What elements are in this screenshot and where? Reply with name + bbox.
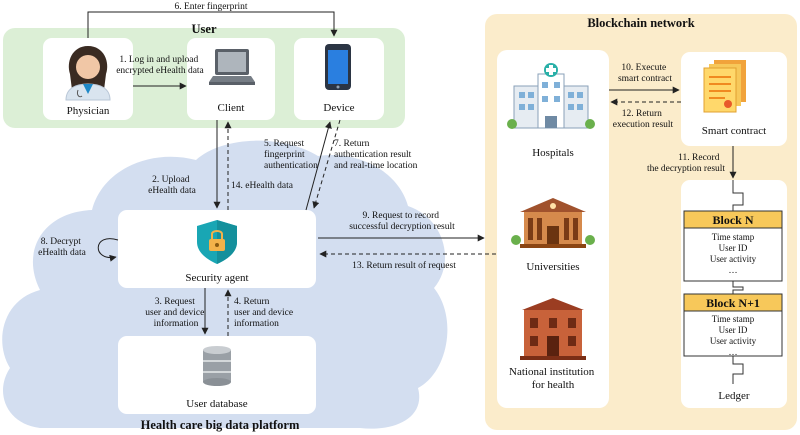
step-8-line: 8. Decrypt (41, 237, 81, 247)
block-n-plus-1-row: … (729, 347, 738, 357)
step-12-line: 12. Return (622, 109, 662, 119)
step-14-label: 14. eHealth data (231, 181, 294, 191)
flow-arrows (87, 11, 737, 336)
step-4-line: 4. Return (234, 297, 270, 307)
block-n-plus-1-row: User ID (719, 325, 748, 335)
blockchain-panel-title: Blockchain network (587, 16, 694, 30)
step-11-label: 11. Record the decryption result (647, 153, 725, 174)
step-5-line: fingerprint (264, 149, 305, 160)
block-n-plus-1 (683, 293, 783, 357)
university-building-icon (511, 198, 595, 248)
step-13-label: 13. Return result of request (352, 260, 456, 271)
arrow-8 (97, 238, 119, 262)
step-11-line: the decryption result (647, 164, 725, 174)
step-3-label: 3. Request user and device information (145, 297, 206, 329)
step-11-line: 11. Record (678, 153, 720, 163)
step-3-line: user and device (145, 308, 204, 318)
step-9-label: 9. Request to record successful decrypti… (349, 211, 455, 232)
doctor-icon (65, 46, 111, 101)
arrow-7 (312, 119, 341, 209)
block-n-row: User ID (719, 243, 748, 253)
user-panel-title: User (192, 22, 217, 36)
hospitals-label: Hospitals (532, 147, 574, 159)
step-8-line: eHealth data (38, 248, 87, 258)
step-10-line: smart contract (618, 74, 672, 84)
step-9-line: successful decryption result (349, 221, 455, 232)
step-7-label: 7. Return authentication result and real… (334, 139, 418, 171)
step-4-line: information (234, 318, 279, 329)
ledger-label: Ledger (718, 390, 749, 402)
step-10-line: 10. Execute (621, 63, 666, 73)
step-4-label: 4. Return user and device information (234, 297, 295, 329)
ledger-chain-connectors (732, 180, 744, 384)
step-7-line: and real-time location (334, 161, 418, 171)
smart-contract-label: Smart contract (702, 125, 766, 137)
block-n-row: Time stamp (712, 232, 755, 242)
step-9-line: 9. Request to record (363, 211, 440, 221)
block-n-plus-1-row: Time stamp (712, 314, 755, 324)
institution-building-icon (520, 298, 586, 360)
security-agent-label: Security agent (185, 272, 248, 284)
step-4-line: user and device (234, 308, 293, 318)
step-2-line: eHealth data (148, 186, 197, 196)
arrow-6 (87, 11, 338, 38)
block-n-plus-1-title: Block N+1 (706, 296, 760, 310)
step-5-line: authentication (264, 161, 318, 171)
device-label: Device (323, 102, 354, 114)
shield-lock-icon (197, 220, 237, 264)
step-2-line: 2. Upload (152, 175, 190, 185)
universities-label: Universities (526, 261, 579, 273)
step-6-label: 6. Enter fingerprint (174, 1, 247, 12)
platform-title: Health care big data platform (141, 418, 300, 432)
step-5-line: 5. Request (264, 139, 304, 149)
step-1-label: 1. Log in and upload encrypted eHealth d… (116, 55, 204, 76)
step-8-label: 8. Decrypt eHealth data (38, 237, 87, 258)
physician-label: Physician (67, 105, 110, 117)
database-icon (203, 346, 231, 386)
hospital-building-icon (507, 63, 595, 129)
client-label: Client (218, 102, 245, 114)
step-7-line: authentication result (334, 150, 412, 160)
step-7-line: 7. Return (334, 139, 370, 149)
step-1-line: encrypted eHealth data (116, 66, 204, 76)
step-2-label: 2. Upload eHealth data (148, 175, 197, 196)
arrow-5 (305, 121, 332, 211)
laptop-icon (209, 49, 255, 85)
step-10-label: 10. Execute smart contract (618, 63, 672, 84)
block-n-title: Block N (712, 213, 753, 227)
national-institution-label: National institution for health (509, 366, 597, 391)
block-n-row: User activity (710, 254, 757, 264)
step-12-line: execution result (613, 120, 674, 130)
national-institution-line-2: for health (532, 379, 575, 391)
smartphone-icon (325, 44, 351, 90)
step-3-line: 3. Request (155, 297, 195, 307)
step-12-label: 12. Return execution result (613, 109, 674, 130)
step-3-line: information (154, 318, 199, 329)
block-n-row: … (729, 265, 738, 275)
user-database-label: User database (186, 398, 248, 410)
national-institution-line-1: National institution (509, 366, 595, 378)
step-1-line: 1. Log in and upload (119, 55, 198, 65)
block-n (683, 210, 783, 282)
contract-document-icon (703, 60, 746, 113)
step-5-label: 5. Request fingerprint authentication (264, 139, 318, 171)
block-n-plus-1-row: User activity (710, 336, 757, 346)
